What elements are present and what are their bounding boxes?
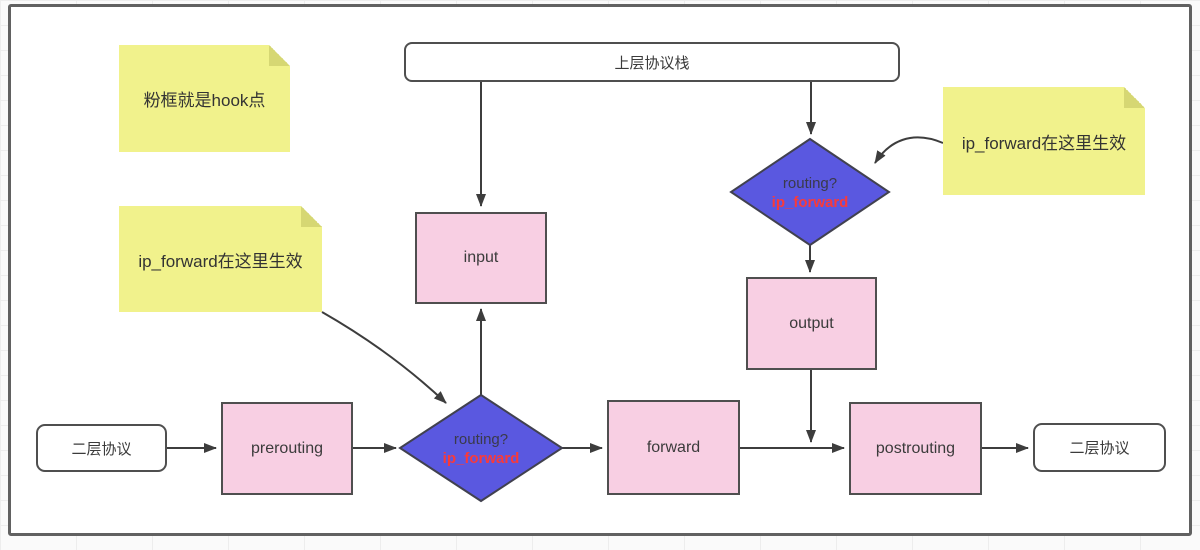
note-fold-corner [1124, 87, 1145, 108]
sticky-note-hook: 粉框就是hook点 [119, 45, 290, 152]
postrouting-hook-node: postrouting [849, 402, 982, 495]
routing-bottom-ip-forward: ip_forward [442, 450, 520, 467]
output-hook-label: output [789, 314, 834, 332]
prerouting-hook-label: prerouting [250, 439, 324, 457]
postrouting-hook-label: postrouting [875, 439, 956, 457]
prerouting-hook-node: prerouting [221, 402, 353, 495]
layer2-protocol-right-node: 二层协议 [1033, 423, 1166, 472]
routing-bottom-question: routing? [453, 431, 509, 448]
sticky-note-hook-text: 粉框就是hook点 [143, 91, 266, 110]
sticky-note-ip-forward-left-text: ip_forward在这里生效 [138, 251, 303, 271]
input-hook-label: input [463, 249, 499, 266]
upper-protocol-stack-label: 上层协议栈 [614, 54, 690, 72]
routing-top-question: routing? [782, 175, 838, 192]
sticky-note-ip-forward-right: ip_forward在这里生效 [943, 87, 1145, 195]
layer2-protocol-right-label: 二层协议 [1069, 440, 1130, 457]
sticky-note-ip-forward-right-text: ip_forward在这里生效 [961, 133, 1127, 153]
note-fold-corner [269, 45, 290, 66]
note-fold-corner [301, 206, 322, 227]
routing-top-ip-forward: ip_forward [771, 194, 849, 211]
layer2-protocol-left-node: 二层协议 [36, 424, 167, 472]
output-hook-node: output [746, 277, 877, 370]
routing-top-label-group: routing? ip_forward [745, 172, 875, 214]
layer2-protocol-left-label: 二层协议 [71, 440, 132, 458]
upper-protocol-stack-node: 上层协议栈 [404, 42, 900, 82]
routing-bottom-label-group: routing? ip_forward [416, 428, 546, 470]
sticky-note-ip-forward-left: ip_forward在这里生效 [119, 206, 322, 312]
forward-hook-label: forward [646, 438, 701, 456]
input-hook-node: input [415, 212, 547, 304]
forward-hook-node: forward [607, 400, 740, 495]
